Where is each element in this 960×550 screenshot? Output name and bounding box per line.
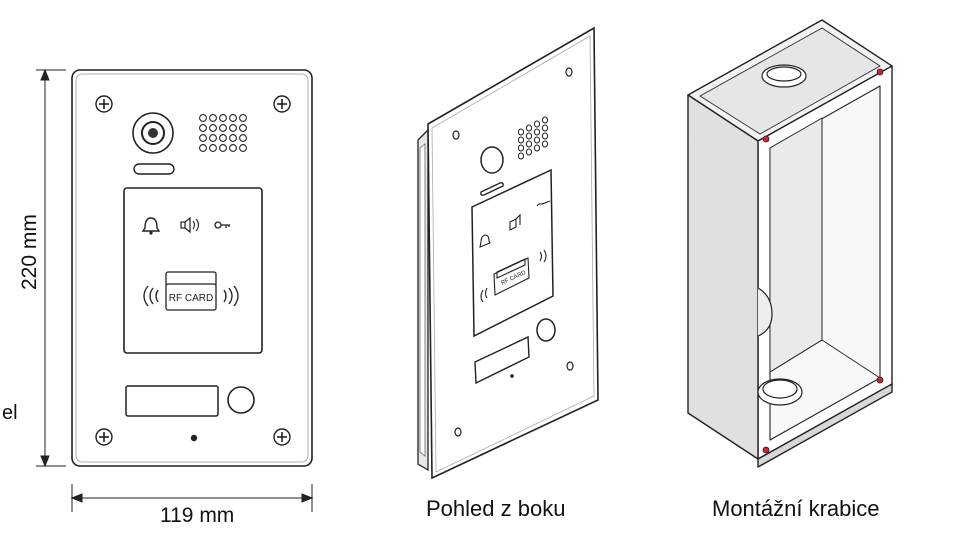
- mounting-box-caption: Montážní krabice: [712, 496, 880, 521]
- speaker-grille-icon: [199, 114, 247, 152]
- side-view-caption: Pohled z boku: [426, 496, 566, 521]
- speaker-icon: [180, 216, 200, 234]
- rfid-waves-right-icon: [223, 285, 239, 307]
- call-button: [227, 386, 255, 414]
- side-call-button: [536, 318, 556, 342]
- side-camera-icon: [480, 146, 504, 174]
- microphone-icon: [190, 434, 198, 442]
- rf-card-icon: RF CARD: [165, 271, 217, 311]
- side-card-panel: [471, 168, 554, 338]
- card-reader-panel: [123, 187, 263, 354]
- width-dimension-label: 119 mm: [160, 504, 235, 527]
- key-icon: [214, 221, 230, 229]
- side-microphone-icon: [510, 374, 514, 378]
- ir-led-strip: [133, 163, 175, 175]
- camera-lens-icon: [132, 112, 174, 154]
- screw-icon: [273, 95, 291, 113]
- side-ir-strip: [480, 182, 504, 196]
- height-dimension-line: [36, 68, 66, 468]
- mounting-box-screw-holes: [762, 68, 884, 454]
- side-name-plate: [474, 335, 530, 385]
- screw-icon: [273, 428, 291, 446]
- side-panel-icons: [479, 200, 551, 303]
- height-dimension-label: 220 mm: [18, 214, 41, 290]
- side-screws: [452, 67, 574, 437]
- name-plate: [125, 385, 219, 417]
- side-speaker-grille-icon: [517, 116, 549, 160]
- cropped-text-fragment: el: [2, 402, 18, 424]
- width-dimension-line: [70, 484, 314, 512]
- rfid-waves-left-icon: [143, 285, 159, 307]
- bell-icon: [141, 217, 161, 235]
- screw-icon: [95, 95, 113, 113]
- rf-card-label: RF CARD: [169, 293, 213, 304]
- mounting-box-holes: [757, 64, 807, 406]
- screw-icon: [95, 428, 113, 446]
